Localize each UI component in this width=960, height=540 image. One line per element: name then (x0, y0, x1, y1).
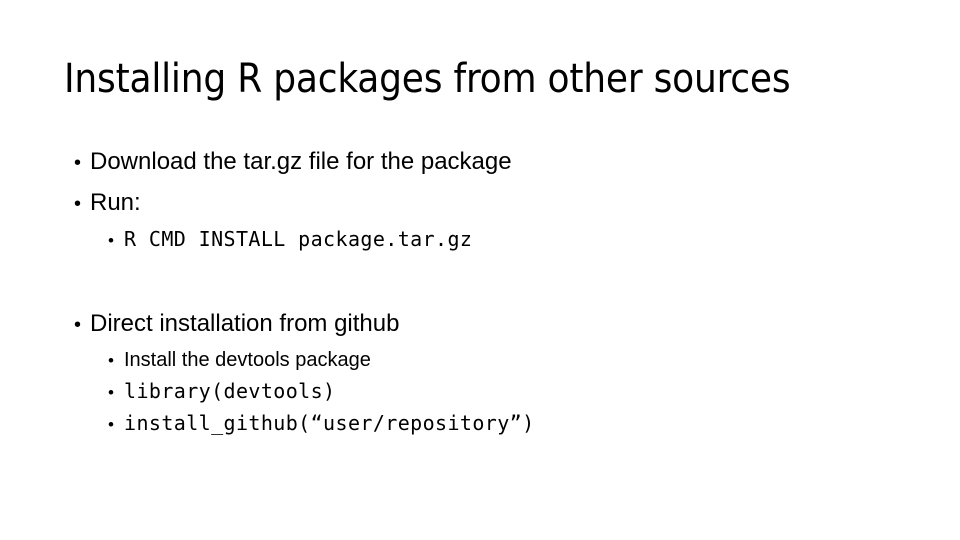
bullet-item-direct-install: • Direct installation from github (74, 304, 924, 345)
bullet-item-download: • Download the tar.gz file for the packa… (74, 142, 924, 183)
bullet-item-library-devtools: • library(devtools) (108, 376, 924, 408)
bullet-item-install-devtools: • Install the devtools package (108, 345, 924, 376)
bullet-glyph-icon: • (108, 415, 114, 434)
bullet-item-install-github: • install_github(“user/repository”) (108, 408, 924, 440)
slide-body: • Download the tar.gz file for the packa… (64, 142, 924, 440)
bullet-text: Direct installation from github (90, 310, 400, 337)
bullet-glyph-icon: • (108, 351, 114, 370)
code-text: library(devtools) (124, 379, 336, 403)
bullet-text: Download the tar.gz file for the package (90, 148, 512, 175)
vertical-spacer (64, 256, 924, 304)
bullet-item-rcmd-install: • R CMD INSTALL package.tar.gz (108, 224, 924, 256)
bullet-glyph-icon: • (74, 314, 82, 336)
bullet-glyph-icon: • (74, 193, 82, 215)
bullet-glyph-icon: • (108, 383, 114, 402)
code-text: install_github(“user/repository”) (124, 411, 535, 435)
code-text: R CMD INSTALL package.tar.gz (124, 227, 473, 251)
bullet-item-run: • Run: (74, 183, 924, 224)
bullet-glyph-icon: • (74, 152, 82, 174)
bullet-text: Install the devtools package (124, 349, 371, 371)
bullet-text: Run: (90, 189, 141, 216)
page-title: Installing R packages from other sources (64, 56, 791, 102)
bullet-glyph-icon: • (108, 231, 114, 250)
